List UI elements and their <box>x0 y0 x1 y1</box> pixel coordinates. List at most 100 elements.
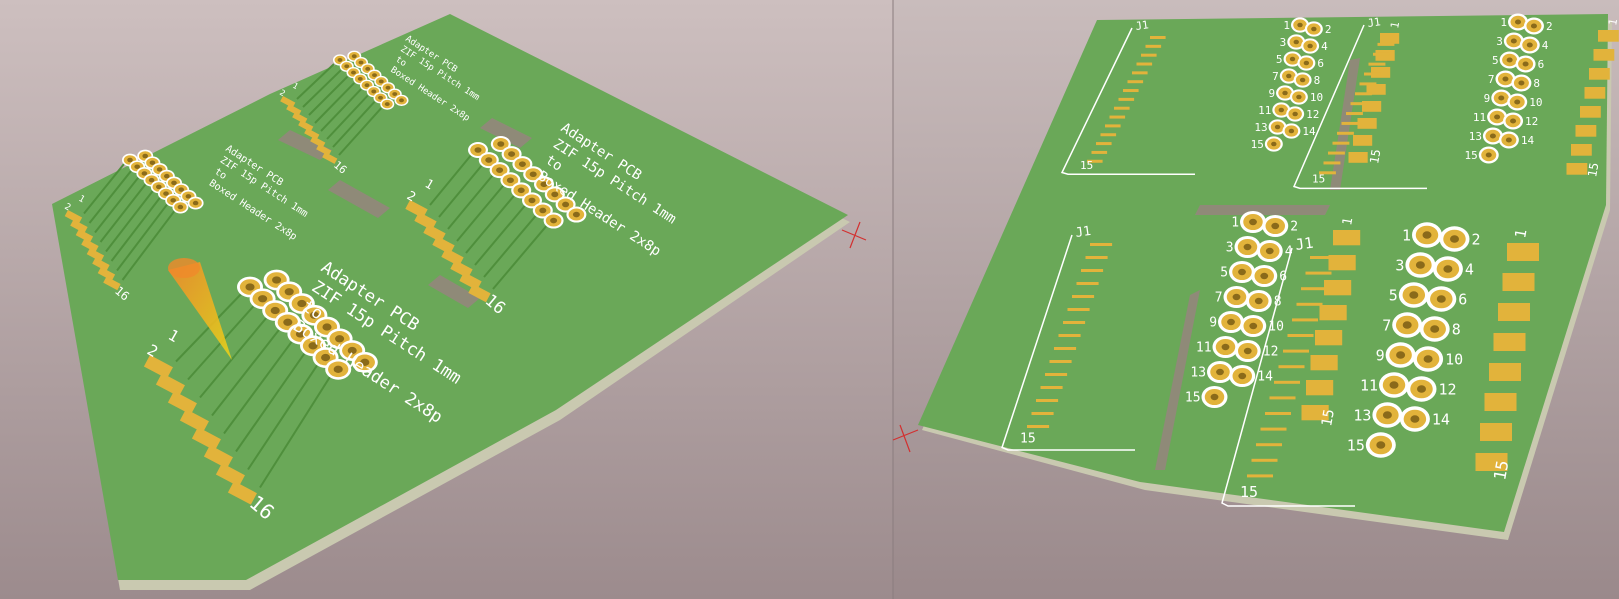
header-pin-hole <box>357 76 363 81</box>
header-pin-hole <box>378 95 383 100</box>
header-pin-hole <box>149 160 156 165</box>
smd-pad <box>86 248 105 262</box>
smd-pad <box>227 481 257 505</box>
silkscreen-pin-number: 4 <box>1542 39 1549 52</box>
zif-pad <box>1091 150 1108 154</box>
edge-pad <box>1598 30 1619 42</box>
connector-outline <box>1060 27 1195 175</box>
silkscreen-ref-J1: J1 <box>1135 18 1150 33</box>
silkscreen-pin-label-2: 2 <box>63 202 73 213</box>
copper-trace <box>296 63 335 100</box>
copper-trace <box>247 361 321 471</box>
zif-pad <box>1100 133 1117 137</box>
zif-pad <box>1359 82 1377 86</box>
copper-trace <box>447 173 495 230</box>
zif-pad <box>1087 159 1103 163</box>
header-pin-hole <box>134 164 140 169</box>
edge-pad <box>1593 49 1615 61</box>
silkscreen-pin-number: 12 <box>1525 115 1538 128</box>
zif-pad <box>1090 243 1113 246</box>
header-pin-hole <box>572 211 580 218</box>
silkscreen-pin-label-2: 2 <box>278 87 287 98</box>
copper-trace <box>483 213 538 278</box>
silkscreen-pin-number: 6 <box>1538 58 1545 71</box>
zif-pad <box>1063 321 1086 324</box>
zif-pad <box>1040 386 1063 389</box>
routing-slot <box>328 180 390 218</box>
edge-pad <box>1566 163 1588 175</box>
copper-trace <box>332 101 376 148</box>
copper-trace <box>456 183 506 242</box>
smd-pad <box>179 409 209 433</box>
header-pin-hole <box>283 318 293 326</box>
zif-pad <box>1072 295 1095 298</box>
header-pin-hole <box>351 70 356 75</box>
edge-pad <box>1380 33 1400 44</box>
header-pin-hole <box>371 89 377 94</box>
zif-pad <box>1141 53 1157 57</box>
header-pin-hole <box>496 167 504 173</box>
silkscreen-pin-number: 2 <box>1472 230 1481 248</box>
silkscreen-pin-number: 4 <box>1285 245 1293 260</box>
silkscreen-pin-number: 11 <box>1473 111 1486 124</box>
header-pin-hole <box>351 54 357 59</box>
th-pin-hole <box>1450 235 1459 243</box>
silkscreen-pin-number: 8 <box>1314 74 1321 87</box>
th-pin-hole <box>1515 19 1521 25</box>
silkscreen-pin-label-1: 1 <box>77 194 87 205</box>
zif-pad <box>1054 347 1077 350</box>
silkscreen-edge-label-1: 1 <box>1340 216 1356 226</box>
th-pin-hole <box>1221 343 1230 351</box>
silkscreen-pin-number: 13 <box>1190 366 1206 381</box>
th-pin-hole <box>1271 141 1277 147</box>
th-pin-hole <box>1260 272 1269 280</box>
routing-slot <box>1155 290 1200 470</box>
smd-pad <box>97 267 116 281</box>
header-pin-hole <box>270 306 280 315</box>
header-pin-hole <box>497 141 505 147</box>
header-pin-hole <box>284 288 294 296</box>
th-pin-hole <box>1526 42 1533 48</box>
zif-pad <box>1341 121 1359 125</box>
edge-pad <box>1366 84 1386 95</box>
copper-trace <box>116 203 168 272</box>
edge-pad <box>1353 135 1373 146</box>
silkscreen-pin-number: 8 <box>1533 77 1540 90</box>
th-pin-hole <box>1292 111 1298 117</box>
th-pin-hole <box>1489 133 1496 139</box>
edge-pad <box>1484 393 1517 411</box>
th-pin-hole <box>1522 61 1529 67</box>
zif-pad <box>1287 334 1314 337</box>
th-pin-hole <box>1506 57 1513 63</box>
copper-trace <box>429 153 473 206</box>
zif-pad <box>1278 365 1305 369</box>
edge-pad <box>1348 152 1368 163</box>
silkscreen-pin-number: 12 <box>1306 108 1319 121</box>
th-pin-hole <box>1271 222 1280 230</box>
silkscreen-pin-number: 7 <box>1215 291 1223 306</box>
header-pin-hole <box>163 191 169 196</box>
zif-pad <box>1305 271 1332 275</box>
silkscreen-pin-number: 2 <box>1290 220 1298 235</box>
header-pin-hole <box>360 358 370 366</box>
th-pin-hole <box>1216 368 1224 376</box>
copper-trace <box>338 107 382 156</box>
smd-pad <box>215 463 245 487</box>
zif-pad <box>1346 112 1363 116</box>
zif-pad <box>1319 171 1336 175</box>
header-pin-hole <box>378 79 384 84</box>
zif-pad <box>1337 131 1354 135</box>
zif-pad <box>1114 106 1130 110</box>
zif-pad <box>1269 396 1296 400</box>
silkscreen-pin-number: 3 <box>1496 35 1503 48</box>
edge-pad <box>1493 333 1526 351</box>
zif-pad <box>1301 287 1327 291</box>
header-pin-hole <box>308 342 318 350</box>
header-pin-hole <box>164 173 170 179</box>
copper-trace <box>326 94 369 140</box>
